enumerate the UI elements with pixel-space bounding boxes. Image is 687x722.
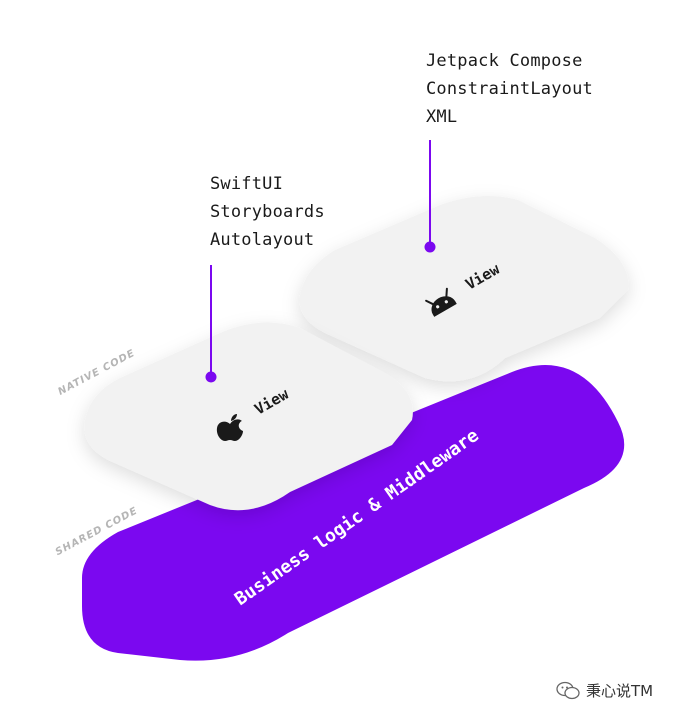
android-icon: [425, 287, 457, 317]
android-view-card: [299, 196, 629, 382]
watermark-text: 秉心说TM: [586, 682, 654, 700]
ios-view-card: [84, 322, 413, 511]
ios-connector: [205, 265, 217, 383]
android-framework-item: Jetpack Compose: [426, 51, 583, 71]
apple-icon: [216, 414, 243, 441]
ios-framework-item: Storyboards: [210, 202, 325, 222]
android-framework-item: XML: [426, 107, 458, 127]
ios-frameworks-list: SwiftUI Storyboards Autolayout: [210, 170, 325, 254]
android-connector: [424, 140, 436, 253]
watermark: 秉心说TM: [556, 680, 653, 701]
android-frameworks-list: Jetpack Compose ConstraintLayout XML: [426, 47, 593, 131]
wechat-icon: [556, 681, 580, 699]
android-framework-item: ConstraintLayout: [426, 79, 593, 99]
ios-framework-item: Autolayout: [210, 230, 315, 250]
ios-framework-item: SwiftUI: [210, 174, 284, 194]
shared-code-card: [82, 364, 625, 661]
